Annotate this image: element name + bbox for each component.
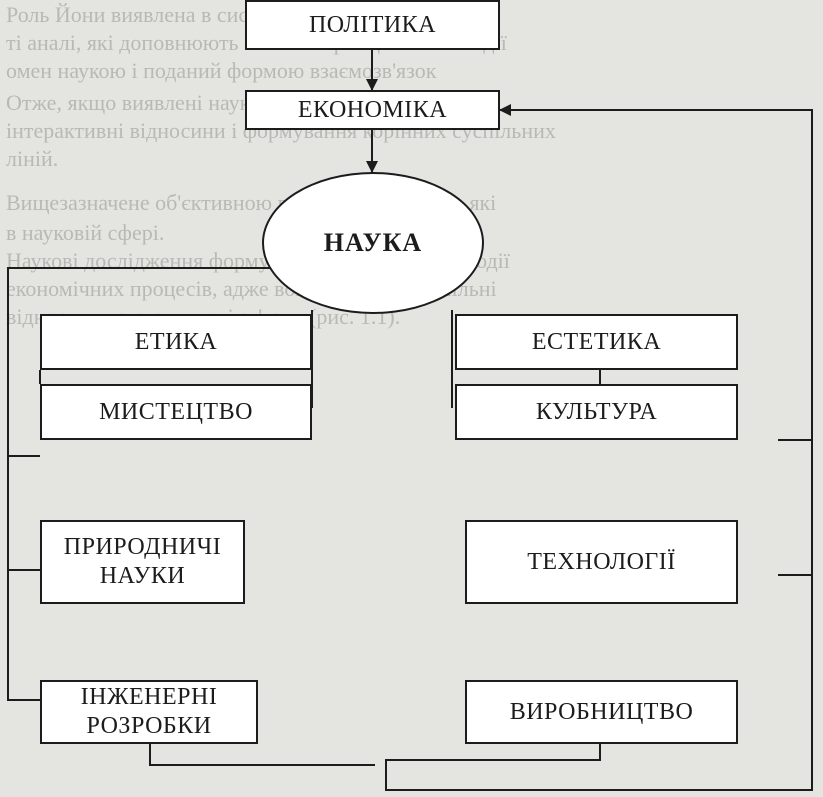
background-text-line: в науковій сфері.: [6, 220, 164, 245]
node-production: ВИРОБНИЦТВО: [465, 680, 738, 744]
node-economics: ЕКОНОМІКА: [245, 90, 500, 130]
left-feedback-loop: [7, 267, 270, 701]
node-engineering: ІНЖЕНЕРНІ РОЗРОБКИ: [40, 680, 258, 744]
node-science: НАУКА: [262, 172, 484, 314]
node-aesthetics: ЕСТЕТИКА: [455, 314, 738, 370]
node-art: МИСТЕЦТВО: [40, 384, 312, 440]
background-text-line: ліній.: [6, 146, 58, 171]
background-text-line: омен наукою і поданий формою взаємозв'яз…: [6, 58, 437, 83]
node-politics: ПОЛІТИКА: [245, 0, 500, 50]
node-technologies: ТЕХНОЛОГІЇ: [465, 520, 738, 604]
right-feedback-loop: [385, 104, 813, 791]
engineering-bottom-link: [149, 742, 375, 766]
node-natural-sciences: ПРИРОДНИЧІ НАУКИ: [40, 520, 245, 604]
node-ethics: ЕТИКА: [40, 314, 312, 370]
node-culture: КУЛЬТУРА: [455, 384, 738, 440]
